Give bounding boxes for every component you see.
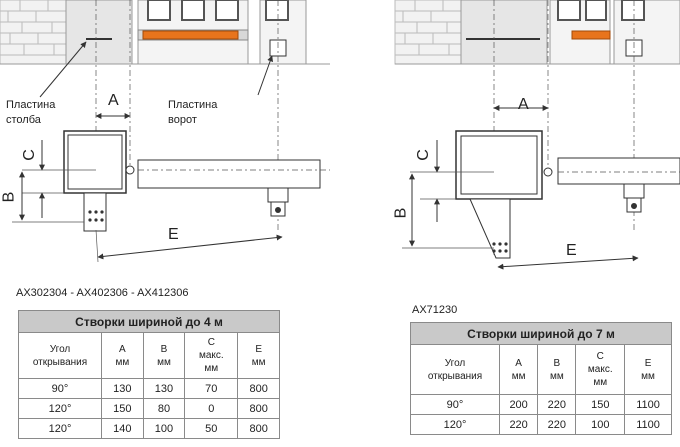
table-cell: 150	[575, 394, 626, 415]
header-name: A	[515, 357, 522, 369]
table-cell: 150	[101, 398, 144, 419]
table-cell: 1100	[624, 414, 672, 435]
table-cell: 80	[142, 398, 186, 419]
header-name: B	[160, 343, 168, 355]
table-cell: 90°	[410, 394, 500, 415]
table-cell: 1100	[624, 394, 672, 415]
table-cell: 130	[142, 378, 186, 399]
table-row: 120° 150 80 0 800	[18, 398, 280, 419]
table-cell: 100	[142, 418, 186, 439]
header-name: E	[255, 343, 262, 355]
header-unit: мм	[251, 356, 266, 368]
table-cell: 90°	[18, 378, 102, 399]
table-cell: 220	[537, 414, 577, 435]
header-unit: мм	[511, 370, 526, 382]
table-cell: 200	[498, 394, 539, 415]
table-title: Створки шириной до 4 м	[18, 310, 280, 333]
table-cell: 50	[184, 418, 239, 439]
table-row: 90° 200 220 150 1100	[410, 394, 672, 415]
left-gate-top	[137, 0, 307, 65]
table-row: 90° 130 130 70 800	[18, 378, 280, 399]
table-cell: 0	[184, 398, 239, 419]
header-name: B	[553, 357, 561, 369]
right-dim-b: B	[392, 207, 410, 219]
header-name: Угол открывания	[32, 343, 88, 368]
header-name: E	[644, 357, 652, 369]
table-cell: 130	[101, 378, 144, 399]
left-dim-e: E	[168, 226, 179, 243]
header-unit: макс. мм	[587, 364, 613, 388]
right-post-top	[460, 0, 548, 65]
header-unit: мм	[549, 370, 564, 382]
header-name: C	[596, 351, 604, 362]
left-post-section	[63, 130, 127, 194]
header-cell: Угол открывания	[18, 332, 102, 379]
table-cell: 220	[498, 414, 539, 435]
left-spec-table: Створки шириной до 4 м Угол открывания A…	[18, 310, 280, 439]
left-dim-b: B	[0, 191, 18, 203]
right-post-bracket	[469, 198, 511, 259]
table-cell: 800	[237, 398, 280, 419]
right-dim-e: E	[566, 242, 577, 259]
header-unit: мм	[157, 356, 171, 368]
left-motor-bar	[142, 30, 239, 40]
table-cell: 220	[537, 394, 577, 415]
table-cell: 800	[237, 418, 280, 439]
header-cell: Угол открывания	[410, 344, 500, 395]
right-gate-top	[549, 0, 680, 65]
right-spec-table: Створки шириной до 7 м Угол открывания A…	[410, 322, 672, 435]
left-brick-wall	[0, 0, 67, 65]
right-dim-a: A	[518, 96, 529, 113]
right-motor-bar	[571, 30, 611, 40]
right-models: AX71230	[412, 304, 458, 316]
table-cell: 70	[184, 378, 239, 399]
left-dim-c: C	[20, 149, 38, 161]
table-cell: 140	[101, 418, 144, 439]
header-name: A	[118, 343, 126, 355]
header-unit: мм	[115, 356, 130, 368]
gate-plate-label: Пластина ворот	[168, 99, 218, 126]
table-cell: 120°	[18, 418, 102, 439]
right-brick-wall	[394, 0, 462, 65]
header-unit: мм	[641, 370, 655, 382]
table-cell: 120°	[18, 398, 102, 419]
table-title: Створки шириной до 7 м	[410, 322, 672, 345]
left-gate-section	[137, 159, 321, 189]
table-cell: 100	[575, 414, 626, 435]
table-cell: 120°	[410, 414, 500, 435]
table-row: 120° 140 100 50 800	[18, 418, 280, 439]
header-name: Угол открывания	[427, 357, 483, 382]
right-diagram	[394, 0, 680, 270]
table-row: 120° 220 220 100 1100	[410, 414, 672, 435]
left-dim-a: A	[108, 92, 119, 109]
post-plate-label: Пластина столба	[6, 99, 56, 126]
right-gate-section	[557, 157, 680, 185]
right-post-section	[455, 130, 543, 200]
left-models: AX302304 - AX402306 - AX412306	[16, 287, 189, 299]
header-unit: макс. мм	[198, 350, 224, 374]
left-diagram	[0, 0, 330, 263]
right-dim-c: C	[414, 149, 432, 161]
table-cell: 800	[237, 378, 280, 399]
header-name: C	[207, 337, 215, 348]
